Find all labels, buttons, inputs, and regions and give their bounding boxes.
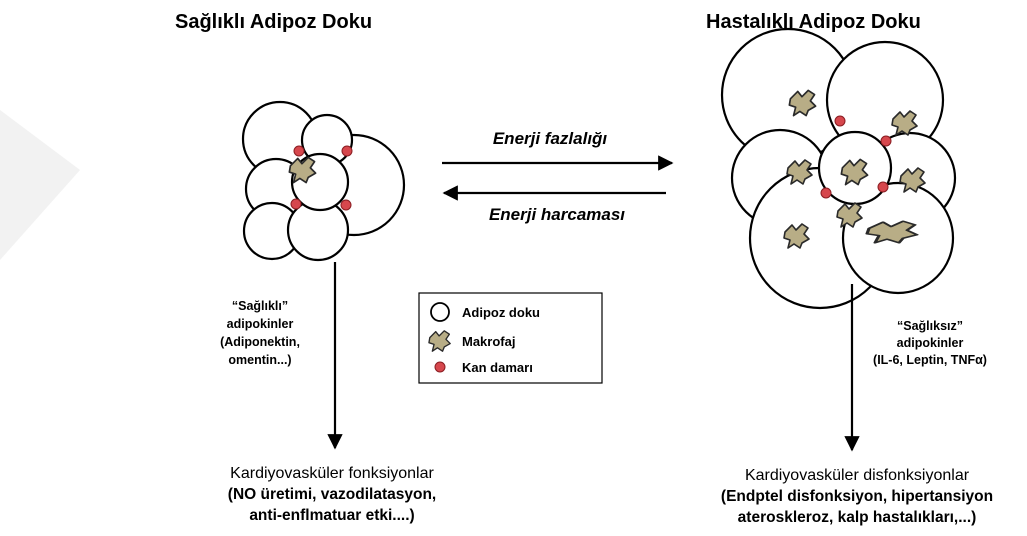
blood-vessel-icon (434, 361, 446, 373)
healthy-outcome-line: Kardiyovasküler fonksiyonlar (230, 465, 434, 482)
unhealthy-adipokines-line: “Sağlıksız” (897, 319, 963, 333)
healthy-outcome-text: Kardiyovasküler fonksiyonlar (NO üretimi… (228, 465, 436, 524)
diseased-outcome-line: ateroskleroz, kalp hastalıkları,...) (738, 509, 977, 526)
diseased-outcome-line: Kardiyovasküler disfonksiyonlar (745, 467, 970, 484)
diseased-tissue-cluster (720, 27, 957, 310)
healthy-adipokines-line: “Sağlıklı” (232, 299, 288, 313)
blood-vessel (834, 115, 846, 127)
healthy-outcome-line: anti-enflmatuar etki....) (249, 507, 414, 524)
legend-vessel-label: Kan damarı (462, 360, 533, 375)
healthy-tissue-title: Sağlıklı Adipoz Doku (175, 11, 372, 33)
legend: Adipoz doku Makrofaj Kan damarı (418, 292, 603, 384)
diseased-outcome-text: Kardiyovasküler disfonksiyonlar (Endptel… (721, 467, 993, 526)
unhealthy-adipokines-line: (IL-6, Leptin, TNFα) (873, 353, 987, 367)
energy-surplus-label: Enerji fazlalığı (493, 129, 608, 148)
healthy-outcome-line: (NO üretimi, vazodilatasyon, (228, 486, 436, 503)
legend-adipose-label: Adipoz doku (462, 305, 540, 320)
unhealthy-adipokines-line: adipokinler (897, 336, 964, 350)
legend-box (418, 292, 603, 384)
energy-expenditure-label: Enerji harcaması (489, 205, 625, 224)
diseased-tissue-title: Hastalıklı Adipoz Doku (706, 11, 921, 33)
unhealthy-adipokines-label: “Sağlıksız” adipokinler (IL-6, Leptin, T… (873, 319, 987, 367)
background-shape (0, 110, 80, 260)
blood-vessel (880, 135, 892, 147)
legend-macrophage-label: Makrofaj (462, 334, 515, 349)
healthy-tissue-cluster (241, 100, 406, 262)
blood-vessel (820, 187, 832, 199)
blood-vessel (341, 145, 353, 157)
healthy-adipokines-line: omentin...) (228, 353, 291, 367)
adipose-cell-icon (430, 302, 450, 322)
blood-vessel (340, 199, 352, 211)
healthy-adipokines-label: “Sağlıklı” adipokinler (Adiponektin, ome… (220, 299, 300, 367)
healthy-adipokines-line: (Adiponektin, (220, 335, 300, 349)
blood-vessel (293, 145, 305, 157)
healthy-adipokines-line: adipokinler (227, 317, 294, 331)
diseased-outcome-line: (Endptel disfonksiyon, hipertansiyon (721, 488, 993, 505)
blood-vessel (877, 181, 889, 193)
blood-vessel (290, 198, 302, 210)
